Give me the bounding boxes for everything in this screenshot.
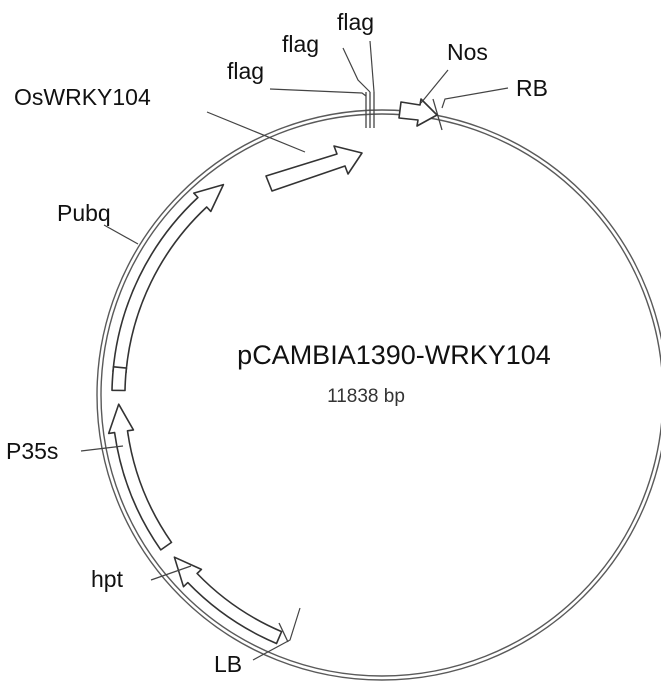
oswrky104-leader [206,111,306,153]
flag-label-3: flag [337,9,374,35]
p35s-arc [107,403,173,551]
hpt-label: hpt [91,566,124,592]
hpt-leader [150,565,192,581]
pubq-leader [103,224,139,245]
pubq-label: Pubq [57,200,111,226]
rb-label: RB [516,75,548,101]
lb-leader [252,607,301,661]
p35s-label: P35s [6,438,58,464]
rb-leader [441,87,509,109]
feature-labels: OsWRKY104 flag flag flag Nos RB Pubq P35… [6,9,548,677]
oswrky104-label: OsWRKY104 [14,84,151,110]
lb-tick [278,622,289,643]
nos-arrow [398,98,438,127]
flag-leader-3 [369,40,375,93]
nos-label: Nos [447,39,488,65]
pubq-tail-arc [111,366,128,392]
nos-leader [420,69,449,104]
leader-lines [80,40,509,661]
feature-arcs [107,183,283,645]
flag-label-2: flag [282,31,319,57]
p35s-leader [80,445,124,452]
plasmid-name: pCAMBIA1390-WRKY104 [237,340,551,370]
flag-leader-1 [269,88,367,97]
pubq-arc [112,183,225,374]
lb-label: LB [214,651,242,677]
plasmid-backbone [96,109,661,681]
flag-leader-2 [342,47,371,93]
hpt-arc [173,556,283,645]
oswrky104-arrow [265,145,363,192]
flag-label-1: flag [227,58,264,84]
plasmid-size: 11838 bp [327,386,405,407]
